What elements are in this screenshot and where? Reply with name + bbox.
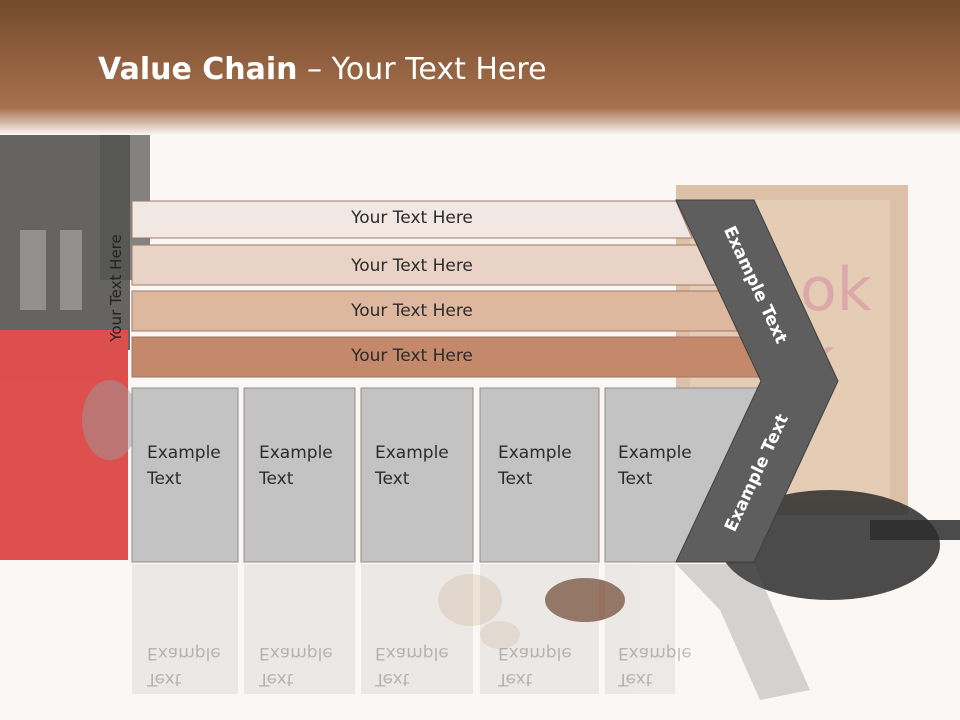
bar-3-label: Your Text Here [351, 301, 473, 321]
box-2 [243, 387, 356, 563]
side-label: Your Text Here [107, 234, 125, 342]
svg-text:ok: ok [800, 255, 872, 325]
bar-2-label: Your Text Here [351, 256, 473, 276]
bar-1 [131, 200, 693, 239]
box-1 [131, 387, 239, 563]
box-4 [479, 387, 600, 563]
page-title: Value Chain – Your Text Here [98, 52, 547, 87]
box-3 [360, 387, 474, 563]
chevron-arrow [675, 199, 839, 563]
bar-4-label: Your Text Here [351, 346, 473, 366]
bar-1-label: Your Text Here [351, 208, 473, 228]
